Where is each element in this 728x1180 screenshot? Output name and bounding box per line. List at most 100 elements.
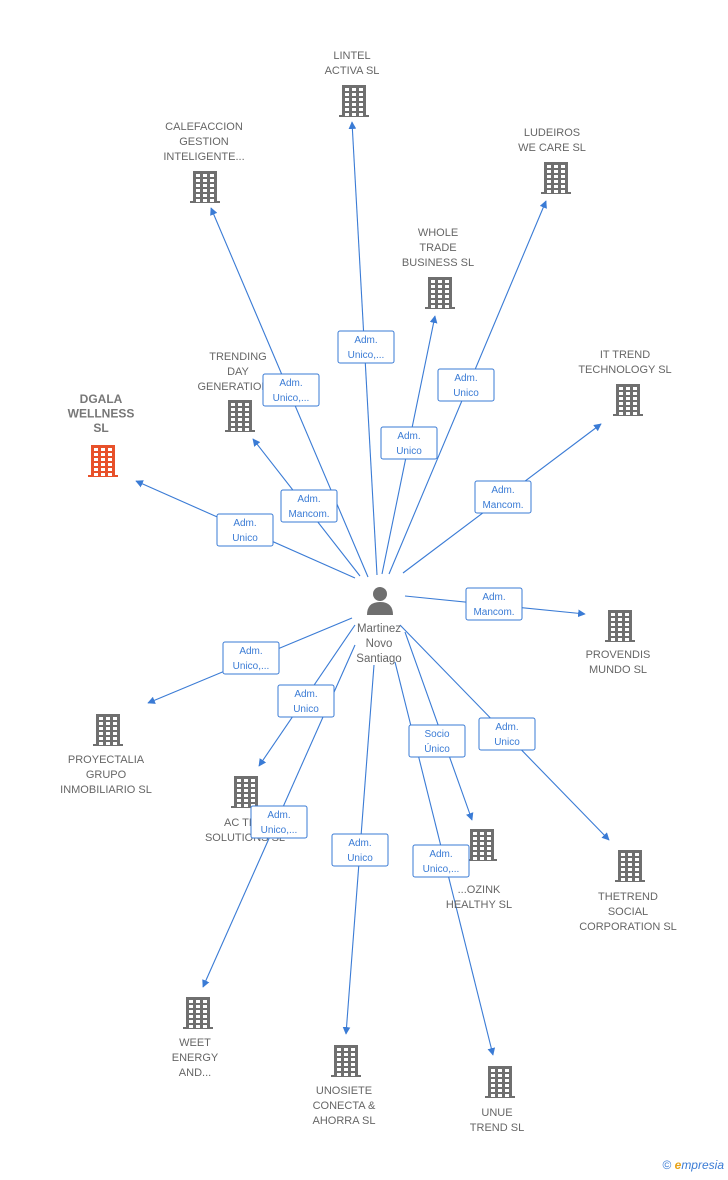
edge-label-line: Unico,... — [273, 393, 310, 404]
company-label: UNUE — [481, 1107, 512, 1119]
company-node-trending[interactable]: TRENDING DAY GENERATION... — [197, 351, 279, 432]
person-icon — [367, 587, 393, 615]
company-label: ...OZINK — [458, 884, 501, 896]
building-icon[interactable] — [231, 776, 261, 808]
company-label: THETREND — [598, 891, 658, 903]
company-label: GRUPO — [86, 769, 127, 781]
edges-layer — [135, 121, 610, 1056]
edge-label-trending[interactable]: Adm. Mancom. — [280, 489, 338, 523]
edge-label-line: Unico — [293, 704, 319, 715]
company-node-oozink[interactable]: ...OZINK HEALTHY SL — [446, 829, 512, 911]
building-icon[interactable] — [605, 610, 635, 642]
edge-label-calefaccion[interactable]: Adm. Unico,... — [262, 373, 320, 407]
building-icon[interactable] — [88, 445, 118, 477]
company-label: WELLNESS — [68, 407, 135, 421]
edge-label-line: Adm. — [354, 335, 377, 346]
edge-label-line: Unico — [396, 446, 422, 457]
company-label: SOCIAL — [608, 906, 648, 918]
building-icon[interactable] — [425, 277, 455, 309]
edge-label-line: Adm. — [279, 378, 302, 389]
building-icon[interactable] — [225, 400, 255, 432]
edge-labels-layer: Adm.Unico,...Adm.Unico,...Adm.UnicoAdm.U… — [216, 330, 536, 878]
company-label: UNOSIETE — [316, 1085, 372, 1097]
edge-label-line: Mancom. — [482, 500, 523, 511]
company-label: TRENDING — [209, 351, 266, 363]
company-label: INTELIGENTE... — [163, 151, 244, 163]
building-icon[interactable] — [615, 850, 645, 882]
edge-label-line: Adm. — [233, 518, 256, 529]
building-icon[interactable] — [485, 1066, 515, 1098]
company-label: HEALTHY SL — [446, 899, 512, 911]
edge-label-weet[interactable]: Adm.Unico,... — [250, 805, 308, 839]
company-label: WHOLE — [418, 227, 458, 239]
edge-label-line: Adm. — [239, 646, 262, 657]
edge-label-proyectalia[interactable]: Adm. Unico,... — [222, 641, 280, 675]
edge-label-ittrend[interactable]: Adm. Mancom. — [474, 480, 532, 514]
edge-label-line: Unico,... — [233, 661, 270, 672]
edge-label-ludeiros[interactable]: Adm.Unico — [437, 368, 495, 402]
company-node-proyectalia[interactable]: PROYECTALIA GRUPO INMOBILIARIO SL — [60, 714, 152, 796]
building-icon[interactable] — [613, 384, 643, 416]
company-label: INMOBILIARIO SL — [60, 784, 152, 796]
building-icon[interactable] — [339, 85, 369, 117]
building-icon[interactable] — [190, 171, 220, 203]
edge-label-line: Único — [424, 742, 450, 755]
building-icon[interactable] — [541, 162, 571, 194]
edge-label-line: Adm. — [397, 431, 420, 442]
edge-label-line: Mancom. — [288, 509, 329, 520]
building-icon[interactable] — [93, 714, 123, 746]
person-name-line: Santiago — [356, 653, 401, 665]
company-label: LUDEIROS — [524, 127, 580, 139]
edge-label-provendis[interactable]: Adm. Mancom. — [465, 587, 523, 621]
edge-label-line: Socio — [424, 729, 449, 740]
company-label: WEET — [179, 1037, 211, 1049]
edge-label-line: Unico,... — [348, 350, 385, 361]
edge-label-line: Adm. — [495, 722, 518, 733]
building-icon[interactable] — [467, 829, 497, 861]
edge-label-line: Adm. — [491, 485, 514, 496]
company-label: SL — [93, 421, 108, 435]
company-label: ENERGY — [172, 1052, 219, 1064]
edge-label-dgala[interactable]: Adm.Unico — [216, 513, 274, 547]
company-label: DAY — [227, 366, 249, 378]
footer-credit: © empresia — [662, 1158, 724, 1172]
company-label: AND... — [179, 1067, 211, 1079]
edge-label-whole[interactable]: Adm. Unico — [380, 426, 438, 460]
building-icon[interactable] — [183, 997, 213, 1029]
edge-label-lintel[interactable]: Adm. Unico,... — [337, 330, 395, 364]
brand-logo[interactable]: empresia — [674, 1158, 724, 1172]
company-label: GENERATION... — [197, 381, 278, 393]
edge-label-actrend[interactable]: Adm. Unico — [277, 684, 335, 718]
edge-label-line: Unico — [453, 388, 479, 399]
edge-label-unosiete[interactable]: Adm.Unico — [331, 833, 389, 867]
edge-label-line: Unico,... — [261, 825, 298, 836]
edge-label-line: Adm. — [294, 689, 317, 700]
edge-label-line: Adm. — [297, 494, 320, 505]
company-label: BUSINESS SL — [402, 257, 474, 269]
company-node-calefaccion[interactable]: CALEFACCIONGESTIONINTELIGENTE... — [163, 121, 245, 203]
company-label: PROYECTALIA — [68, 754, 145, 766]
person-name-line: Novo — [366, 638, 393, 650]
edge-label-line: Unico — [347, 853, 373, 864]
edge-label-line: Adm. — [429, 849, 452, 860]
building-icon[interactable] — [331, 1045, 361, 1077]
edge-label-thetrend[interactable]: Adm.Unico — [478, 717, 536, 751]
edge-label-unue[interactable]: Adm.Unico,... — [412, 844, 470, 878]
company-label: CONECTA & — [313, 1100, 376, 1112]
company-node-weet[interactable]: WEET ENERGY AND... — [172, 997, 219, 1079]
edge-label-line: Mancom. — [473, 607, 514, 618]
edge-label-line: Adm. — [482, 592, 505, 603]
